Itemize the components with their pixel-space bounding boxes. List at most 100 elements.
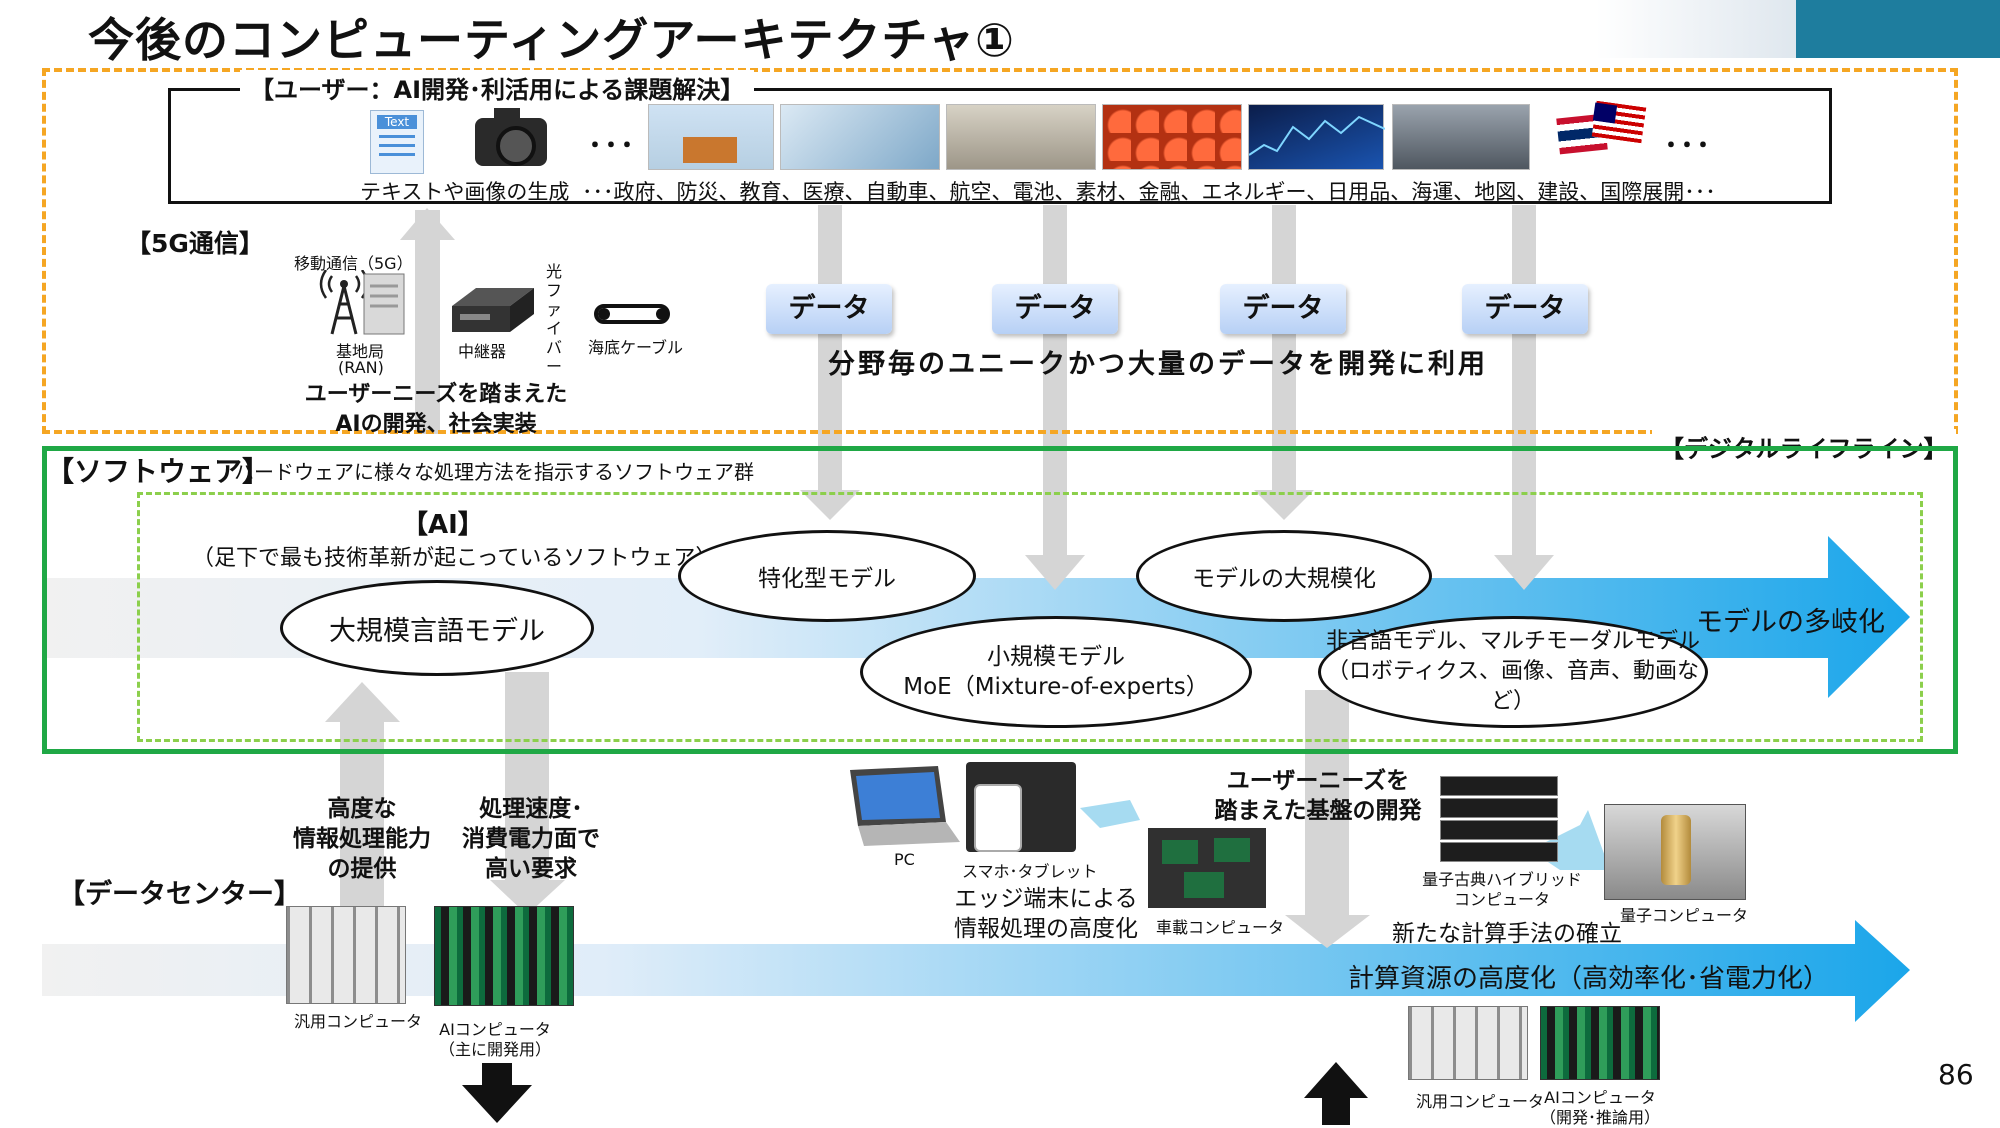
header-teal-decoration [1796,0,2000,58]
laptop-icon [840,766,960,846]
repeater-icon [448,282,538,336]
flags-icon [1550,96,1650,172]
high-performance-line-2: 情報処理能力 [293,826,431,852]
general-computer-label-2: 汎用コンピュータ [1416,1092,1545,1111]
text-doc-label: Text [377,115,417,129]
ai-label: 【AI】 [402,510,484,540]
vehicle-computer-image [1148,828,1266,908]
network-label: 【5G通信】 [126,229,264,258]
high-requirement-line-2: 消費電力面で [462,826,600,852]
down-arrow-to-datacenter [505,672,549,882]
medical-image [780,104,940,170]
submarine-cable-label: 海底ケーブル [588,338,684,357]
platform-needs-line-1: ユーザーニーズを [1226,768,1410,794]
mobile-5g-label: 移動通信（5G） [294,254,413,273]
general-computer-image [286,906,406,1004]
software-box [42,446,1958,754]
ai-computer-sublabel-2: （開発･推論用） [1539,1108,1660,1127]
base-station-label: 基地局 [336,342,385,361]
ai-box [137,492,1923,742]
ran-label: (RAN) [338,358,384,377]
edge-caption-line-2: 情報処理の高度化 [954,916,1138,942]
llm-ellipse: 大規模言語モデル [280,580,594,676]
up-arrow-to-user [415,210,440,434]
high-performance-caption: 高度な 情報処理能力 の提供 [282,794,442,884]
specialized-model-label: 特化型モデル [758,566,896,592]
general-computer-image-2 [1408,1006,1528,1080]
page-title: 今後のコンピューティングアーキテクチャ① [88,13,1015,67]
ai-description: （足下で最も技術革新が起こっているソフトウェア） [192,546,718,571]
hybrid-label-1: 量子古典ハイブリッド [1422,870,1582,889]
ellipsis-right: ･･･ [1664,129,1713,162]
drone-image [648,104,774,170]
small-model-label: 小規模モデル [987,644,1125,670]
datacenter-label: 【データセンター】 [58,879,301,910]
hybrid-computer-image [1440,776,1560,862]
quantum-computer-image [1604,804,1746,900]
ai-computer-sublabel: （主に開発用） [438,1040,551,1059]
camera-icon [470,104,550,170]
nonlanguage-examples: （ロボティクス、画像、音声、動画など） [1326,659,1700,714]
repeater-label: 中継器 [458,342,507,361]
high-performance-line-3: の提供 [327,856,397,882]
llm-label: 大規模言語モデル [329,615,545,647]
finance-chart-image [1248,104,1386,170]
text-doc-icon: Text [370,110,424,174]
down-arrow-needs [1305,690,1349,920]
page-number: 86 [1938,1058,1974,1091]
moe-label: MoE（Mixture-of-experts） [903,674,1209,700]
pc-label: PC [894,850,915,869]
hybrid-label-2: コンピュータ [1453,890,1550,909]
general-computer-label: 汎用コンピュータ [294,1012,423,1031]
data-pill-3: データ [1220,284,1346,334]
needs-caption-2: AIの開発、社会実装 [335,412,537,437]
edge-caption-line-1: エッジ端末による [954,886,1138,912]
large-scale-ellipse: モデルの大規模化 [1136,530,1432,622]
nonlanguage-model-ellipse: 非言語モデル、マルチモーダルモデル （ロボティクス、画像、音声、動画など） [1318,616,1708,728]
diversify-label: モデルの多岐化 [1696,607,1885,638]
phone-tablet-label: スマホ･タブレット [962,862,1098,881]
data-usage-caption: 分野毎のユニークかつ大量のデータを開発に利用 [828,349,1488,380]
high-requirement-line-1: 処理速度･ [479,796,583,822]
software-label: 【ソフトウェア】 [46,455,271,488]
data-pill-4: データ [1462,284,1588,334]
nonlanguage-model-label: 非言語モデル、マルチモーダルモデル [1325,629,1700,654]
smartphone-tablet-icon [966,762,1076,852]
data-pill-2: データ [992,284,1118,334]
submarine-cable-icon [590,302,680,326]
small-model-ellipse: 小規模モデル MoE（Mixture-of-experts） [860,616,1252,728]
ai-computer-label-2: AIコンピュータ [1544,1088,1656,1107]
plant-image [1392,104,1530,170]
specialized-model-ellipse: 特化型モデル [678,530,976,622]
new-method-caption: 新たな計算手法の確立 [1392,921,1622,947]
software-description: ハードウェアに様々な処理方法を指示するソフトウェア群 [234,460,754,484]
quantum-computer-label: 量子コンピュータ [1620,906,1749,925]
vehicle-computer-label: 車載コンピュータ [1156,918,1285,937]
high-requirement-caption: 処理速度･ 消費電力面で 高い要求 [456,794,606,884]
large-scale-label: モデルの大規模化 [1192,566,1376,592]
edge-caption: エッジ端末による 情報処理の高度化 [946,884,1146,944]
platform-needs-line-2: 踏まえた基盤の開発 [1214,798,1422,824]
compute-advancement-label: 計算資源の高度化（高効率化･省電力化） [1348,964,1830,994]
data-pill-1: データ [766,284,892,334]
high-performance-line-1: 高度な [327,796,397,822]
bottom-up-arrow [1304,1062,1368,1125]
caption-industries: ･･･政府、防災、教育、医療、自動車、航空、電池、素材、金融、エネルギー、日用品… [582,180,1716,204]
ai-computer-image [434,906,574,1006]
bottom-down-arrow [462,1063,532,1123]
ai-computer-image-2 [1540,1006,1660,1080]
high-requirement-line-3: 高い要求 [485,856,577,882]
caption-text-image-gen: テキストや画像の生成 [360,180,570,204]
battery-material-image [1102,104,1242,170]
base-station-icon [312,269,412,336]
digital-lifeline-box [42,68,1958,434]
ai-computer-label: AIコンピュータ [439,1020,551,1039]
platform-needs-caption: ユーザーニーズを 踏まえた基盤の開発 [1198,766,1438,826]
user-section-label: 【ユーザー：AI開発･利活用による課題解決】 [240,70,755,105]
needs-caption-1: ユーザーニーズを踏まえた [304,382,568,407]
factory-image [946,104,1096,170]
edge-pointer-arrow [1080,800,1140,828]
ellipsis-left: ･･･ [588,129,637,162]
fiber-label: 光ファイバー [546,262,563,376]
header-gradient-decoration [1596,0,1796,58]
